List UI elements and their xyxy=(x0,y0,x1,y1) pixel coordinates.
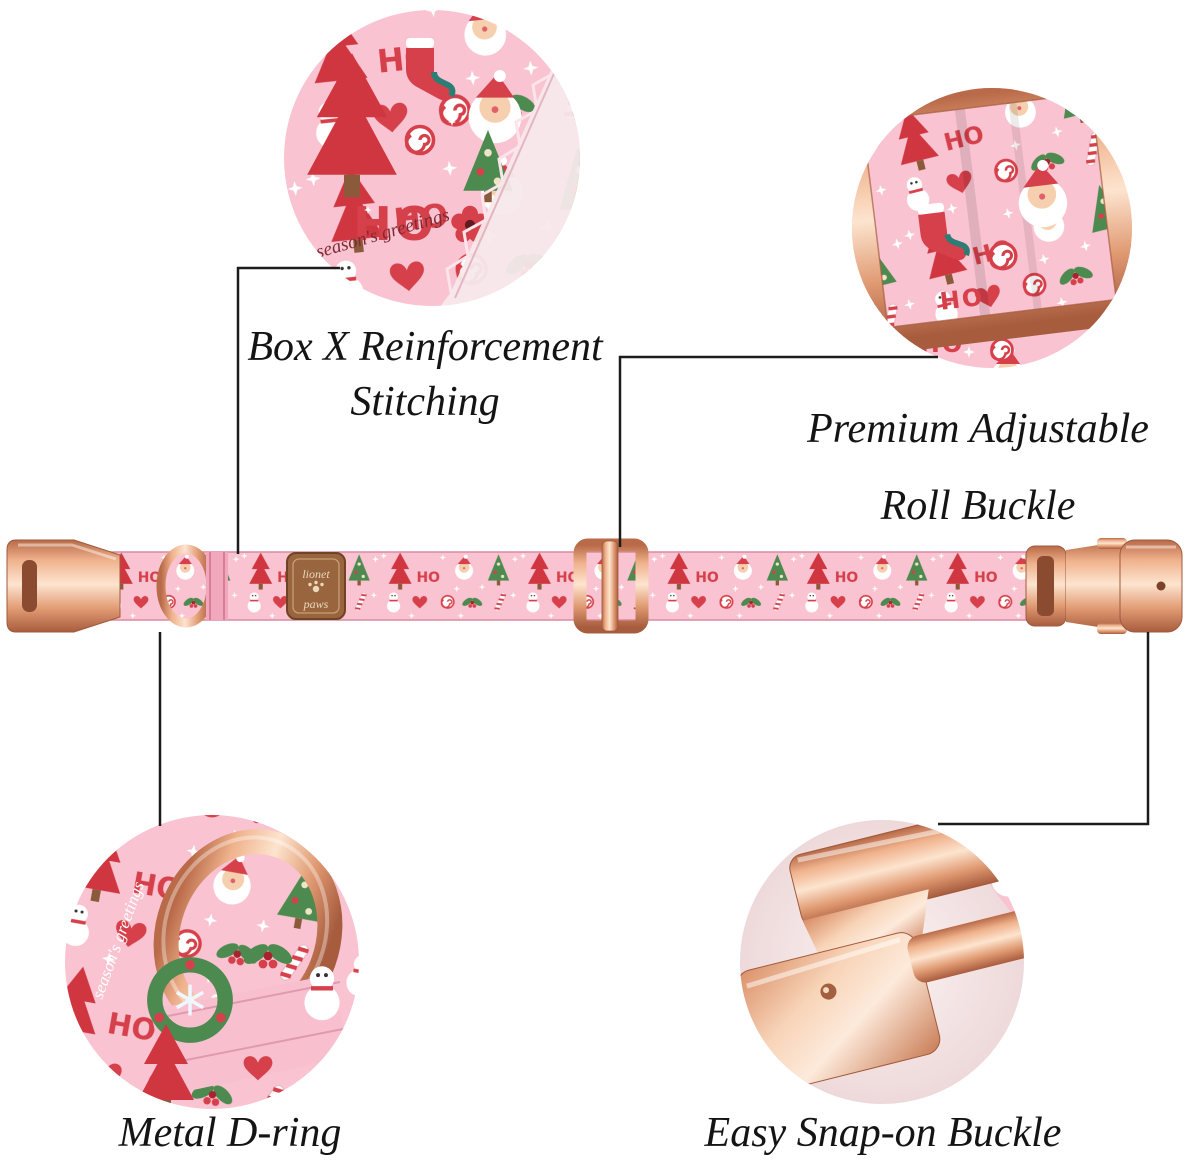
connector-snap-buckle xyxy=(938,632,1150,826)
d-ring-closeup-photo: season's greetings xyxy=(65,815,359,1109)
collar-side-release-buckle-left xyxy=(6,539,121,633)
roll-buckle-closeup-photo: HO season's greetings HO xyxy=(852,88,1132,368)
roll-buckle-label-line1: Premium Adjustable xyxy=(807,406,1149,452)
pattern-ho-text: HO xyxy=(353,197,437,251)
snap-buckle-closeup-photo xyxy=(740,820,1024,1104)
collar-strap xyxy=(99,551,1086,621)
paw-icon xyxy=(308,580,324,593)
collar-roll-buckle-slider xyxy=(573,538,649,634)
heart-icon xyxy=(893,343,917,364)
peppermint-icon xyxy=(990,338,1014,362)
collar-photo: lionet paws xyxy=(6,538,1183,634)
stitching-label-line2: Stitching xyxy=(350,379,500,426)
buckle-hole xyxy=(1156,581,1166,591)
d-ring-fold xyxy=(206,552,228,620)
snap-buckle-label-text: Easy Snap-on Buckle xyxy=(704,1110,1062,1156)
d-ring-label-text: Metal D-ring xyxy=(118,1110,342,1156)
stitching-label: Box X Reinforcement Stitching xyxy=(175,320,675,431)
d-ring-label: Metal D-ring xyxy=(40,1106,420,1161)
pattern-ho-text: HO xyxy=(938,283,986,316)
brand-tag-line2: paws xyxy=(303,597,329,611)
peppermint-icon xyxy=(987,240,1019,272)
collar-brand-tag: lionet paws xyxy=(286,552,346,620)
stitching-closeup-photo: HO season's greetings xyxy=(284,10,580,306)
peppermint-icon xyxy=(404,124,436,156)
connector-stitching xyxy=(236,266,340,554)
brand-tag-line1: lionet xyxy=(302,567,330,581)
collar-d-ring xyxy=(156,544,228,628)
roll-buckle-frame xyxy=(852,88,1132,354)
collar-side-release-buckle-right xyxy=(1025,538,1183,634)
snap-buckle-label: Easy Snap-on Buckle xyxy=(628,1106,1138,1161)
roll-buckle-closeup: HO xyxy=(852,88,1132,354)
roll-buckle-label-line2: Roll Buckle xyxy=(880,483,1076,530)
roll-buckle-label: Premium Adjustable Roll Buckle xyxy=(758,402,1185,535)
connector-lines xyxy=(158,266,1150,826)
connector-roll-buckle xyxy=(618,355,938,547)
stitching-label-line1: Box X Reinforcement xyxy=(247,324,603,370)
